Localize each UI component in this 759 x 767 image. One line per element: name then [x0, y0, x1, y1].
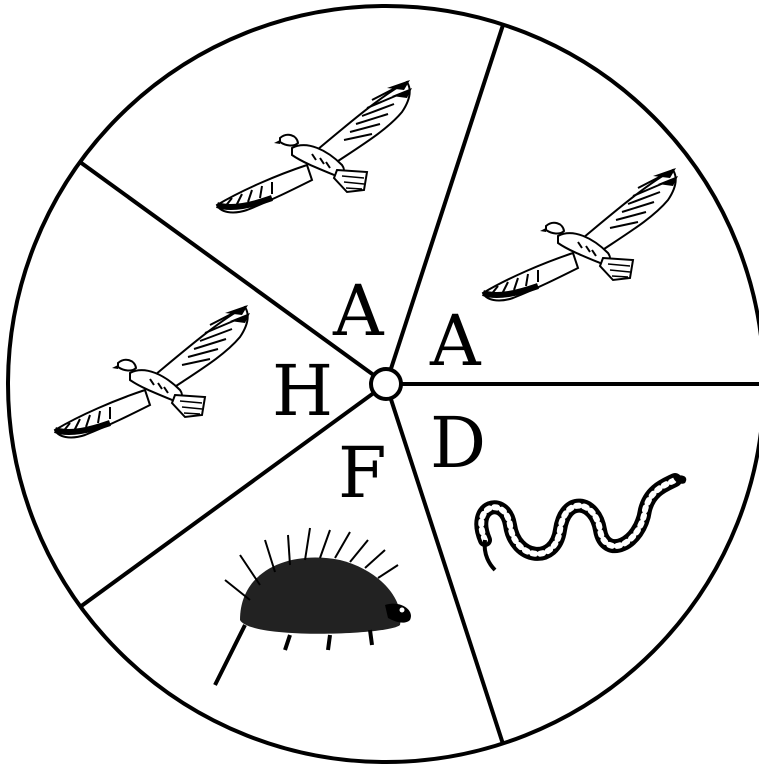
section-letter-d: D: [430, 402, 486, 484]
section-letter-f: F: [338, 432, 387, 514]
center-hub: [371, 369, 401, 399]
section-letter-a-right: A: [429, 300, 482, 382]
section-letter-h: H: [272, 350, 333, 432]
section-letter-a-top: A: [332, 270, 385, 352]
